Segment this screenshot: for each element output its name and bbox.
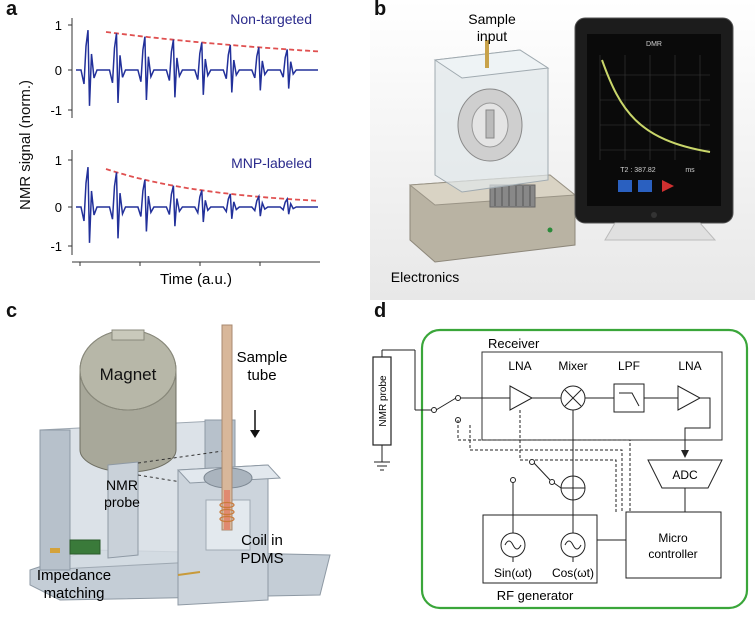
top-tick-0: 0 xyxy=(55,63,62,78)
impedance-label-1: Impedance xyxy=(37,567,111,584)
probe-schematic: Magnet NMR probe Sample tube Coil in PDM… xyxy=(29,324,331,606)
block-diagram: NMR probe Receiver LNA Mixer LPF LNA xyxy=(372,328,749,610)
lna2-amplifier xyxy=(677,385,702,411)
lpf-filter xyxy=(613,383,645,413)
tablet-stand xyxy=(604,222,717,241)
y-axis-label: NMR signal (norm.) xyxy=(17,80,34,210)
cos-label: Cos(ωt) xyxy=(552,566,594,580)
sample-tube-label-1: Sample xyxy=(237,349,288,366)
x-axis-label: Time (a.u.) xyxy=(160,271,232,288)
panel-a-label: a xyxy=(6,0,18,20)
rf-generator-label: RF generator xyxy=(497,588,574,603)
nmr-probe-label-2: probe xyxy=(104,494,140,510)
panel-d-label: d xyxy=(374,300,387,322)
sample-input-label-1: Sample xyxy=(468,11,516,27)
heat-sink xyxy=(489,184,536,208)
lna1-amplifier xyxy=(509,385,534,411)
bottom-tick-1: 1 xyxy=(55,153,62,168)
top-echo-signal xyxy=(76,30,318,106)
top-tick-neg1: -1 xyxy=(50,103,62,118)
magnet-label: Magnet xyxy=(100,365,157,384)
panel-c: c Magnet NMR probe Sa xyxy=(0,300,370,617)
nmr-probe-pillar xyxy=(107,461,139,559)
nmr-signal-plots: NMR signal (norm.) 1 0 -1 Non-targeted 1… xyxy=(17,11,320,288)
top-tick-1: 1 xyxy=(55,18,62,33)
mixer-label: Mixer xyxy=(558,359,587,373)
tablet: DMR T2 : 387.82 ms xyxy=(574,17,734,224)
tablet-decay-curve xyxy=(601,59,711,153)
rf-generator-box xyxy=(482,514,598,584)
device-photo: Sample input Electronics DMR T2 : 387.82… xyxy=(370,0,755,300)
coil-label-2: PDMS xyxy=(240,550,283,567)
panel-b: b Sample input Electronics DMR xyxy=(370,0,755,300)
adc-label: ADC xyxy=(672,468,698,482)
receiver-label: Receiver xyxy=(488,336,540,351)
adc-block xyxy=(647,459,723,489)
nmr-probe-label: NMR probe xyxy=(378,375,389,427)
impedance-board xyxy=(69,539,101,555)
bottom-tick-0: 0 xyxy=(55,200,62,215)
lna1-label: LNA xyxy=(508,359,531,373)
panel-a: a NMR signal (norm.) 1 0 -1 Non-targeted… xyxy=(0,0,330,300)
lpf-label: LPF xyxy=(618,359,640,373)
panel-c-label: c xyxy=(6,300,18,322)
micro-label-1: Micro xyxy=(658,531,688,545)
coil-label-1: Coil in xyxy=(241,532,283,549)
sample-input-port xyxy=(485,40,489,68)
sin-label: Sin(ωt) xyxy=(494,566,532,580)
nmr-probe-label-1: NMR xyxy=(106,477,138,493)
micro-label-2: controller xyxy=(648,547,697,561)
magnet xyxy=(79,329,177,473)
bottom-echo-signal xyxy=(76,167,318,243)
tablet-readout: T2 : 387.82 xyxy=(620,167,656,174)
panel-b-label: b xyxy=(374,0,387,20)
system-border xyxy=(420,328,749,610)
lna2-label: LNA xyxy=(678,359,701,373)
impedance-label-2: matching xyxy=(44,585,105,602)
microcontroller-block xyxy=(625,511,722,579)
tablet-unit: ms xyxy=(685,167,695,174)
bottom-decay-envelope xyxy=(105,168,319,202)
tablet-title: DMR xyxy=(646,41,662,48)
bottom-legend: MNP-labeled xyxy=(231,155,312,171)
sample-input-label-2: input xyxy=(477,28,507,44)
electronics-label: Electronics xyxy=(391,269,459,285)
panel-d: d NMR probe Receiver LNA Mixer LPF LNA xyxy=(370,300,755,617)
receiver-box xyxy=(481,351,723,441)
bottom-tick-neg1: -1 xyxy=(50,239,62,254)
top-decay-envelope xyxy=(105,31,319,53)
sample-tube-label-2: tube xyxy=(247,367,276,384)
top-legend: Non-targeted xyxy=(230,11,312,27)
